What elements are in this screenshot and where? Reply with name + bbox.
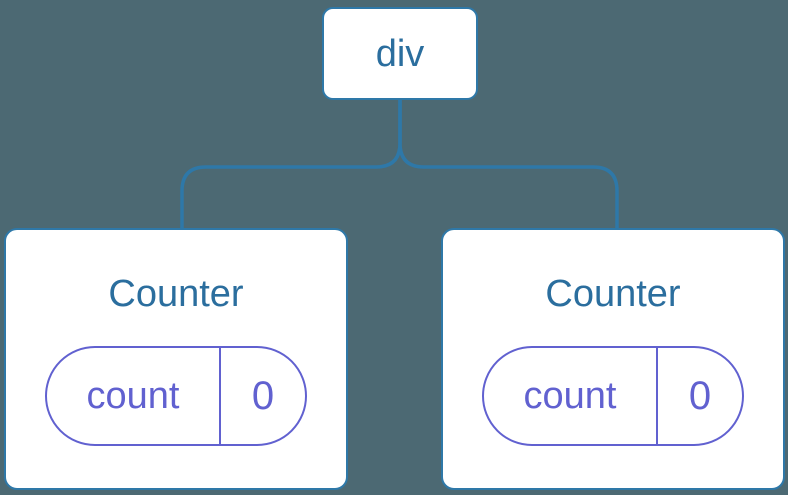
state-key: count bbox=[47, 348, 221, 444]
state-value: 0 bbox=[251, 373, 275, 418]
connector-right-branch bbox=[398, 98, 619, 229]
state-pill: count 0 bbox=[482, 346, 744, 446]
state-pill: count 0 bbox=[45, 346, 307, 446]
root-node: div bbox=[322, 7, 478, 100]
state-value: 0 bbox=[688, 373, 712, 418]
connector-left-branch bbox=[180, 98, 402, 229]
root-node-label: div bbox=[375, 32, 425, 75]
state-key: count bbox=[484, 348, 658, 444]
counter-title: Counter bbox=[108, 273, 244, 315]
counter-card-left: Counter count 0 bbox=[4, 228, 348, 490]
counter-title: Counter bbox=[545, 273, 681, 315]
counter-card-right: Counter count 0 bbox=[441, 228, 785, 490]
